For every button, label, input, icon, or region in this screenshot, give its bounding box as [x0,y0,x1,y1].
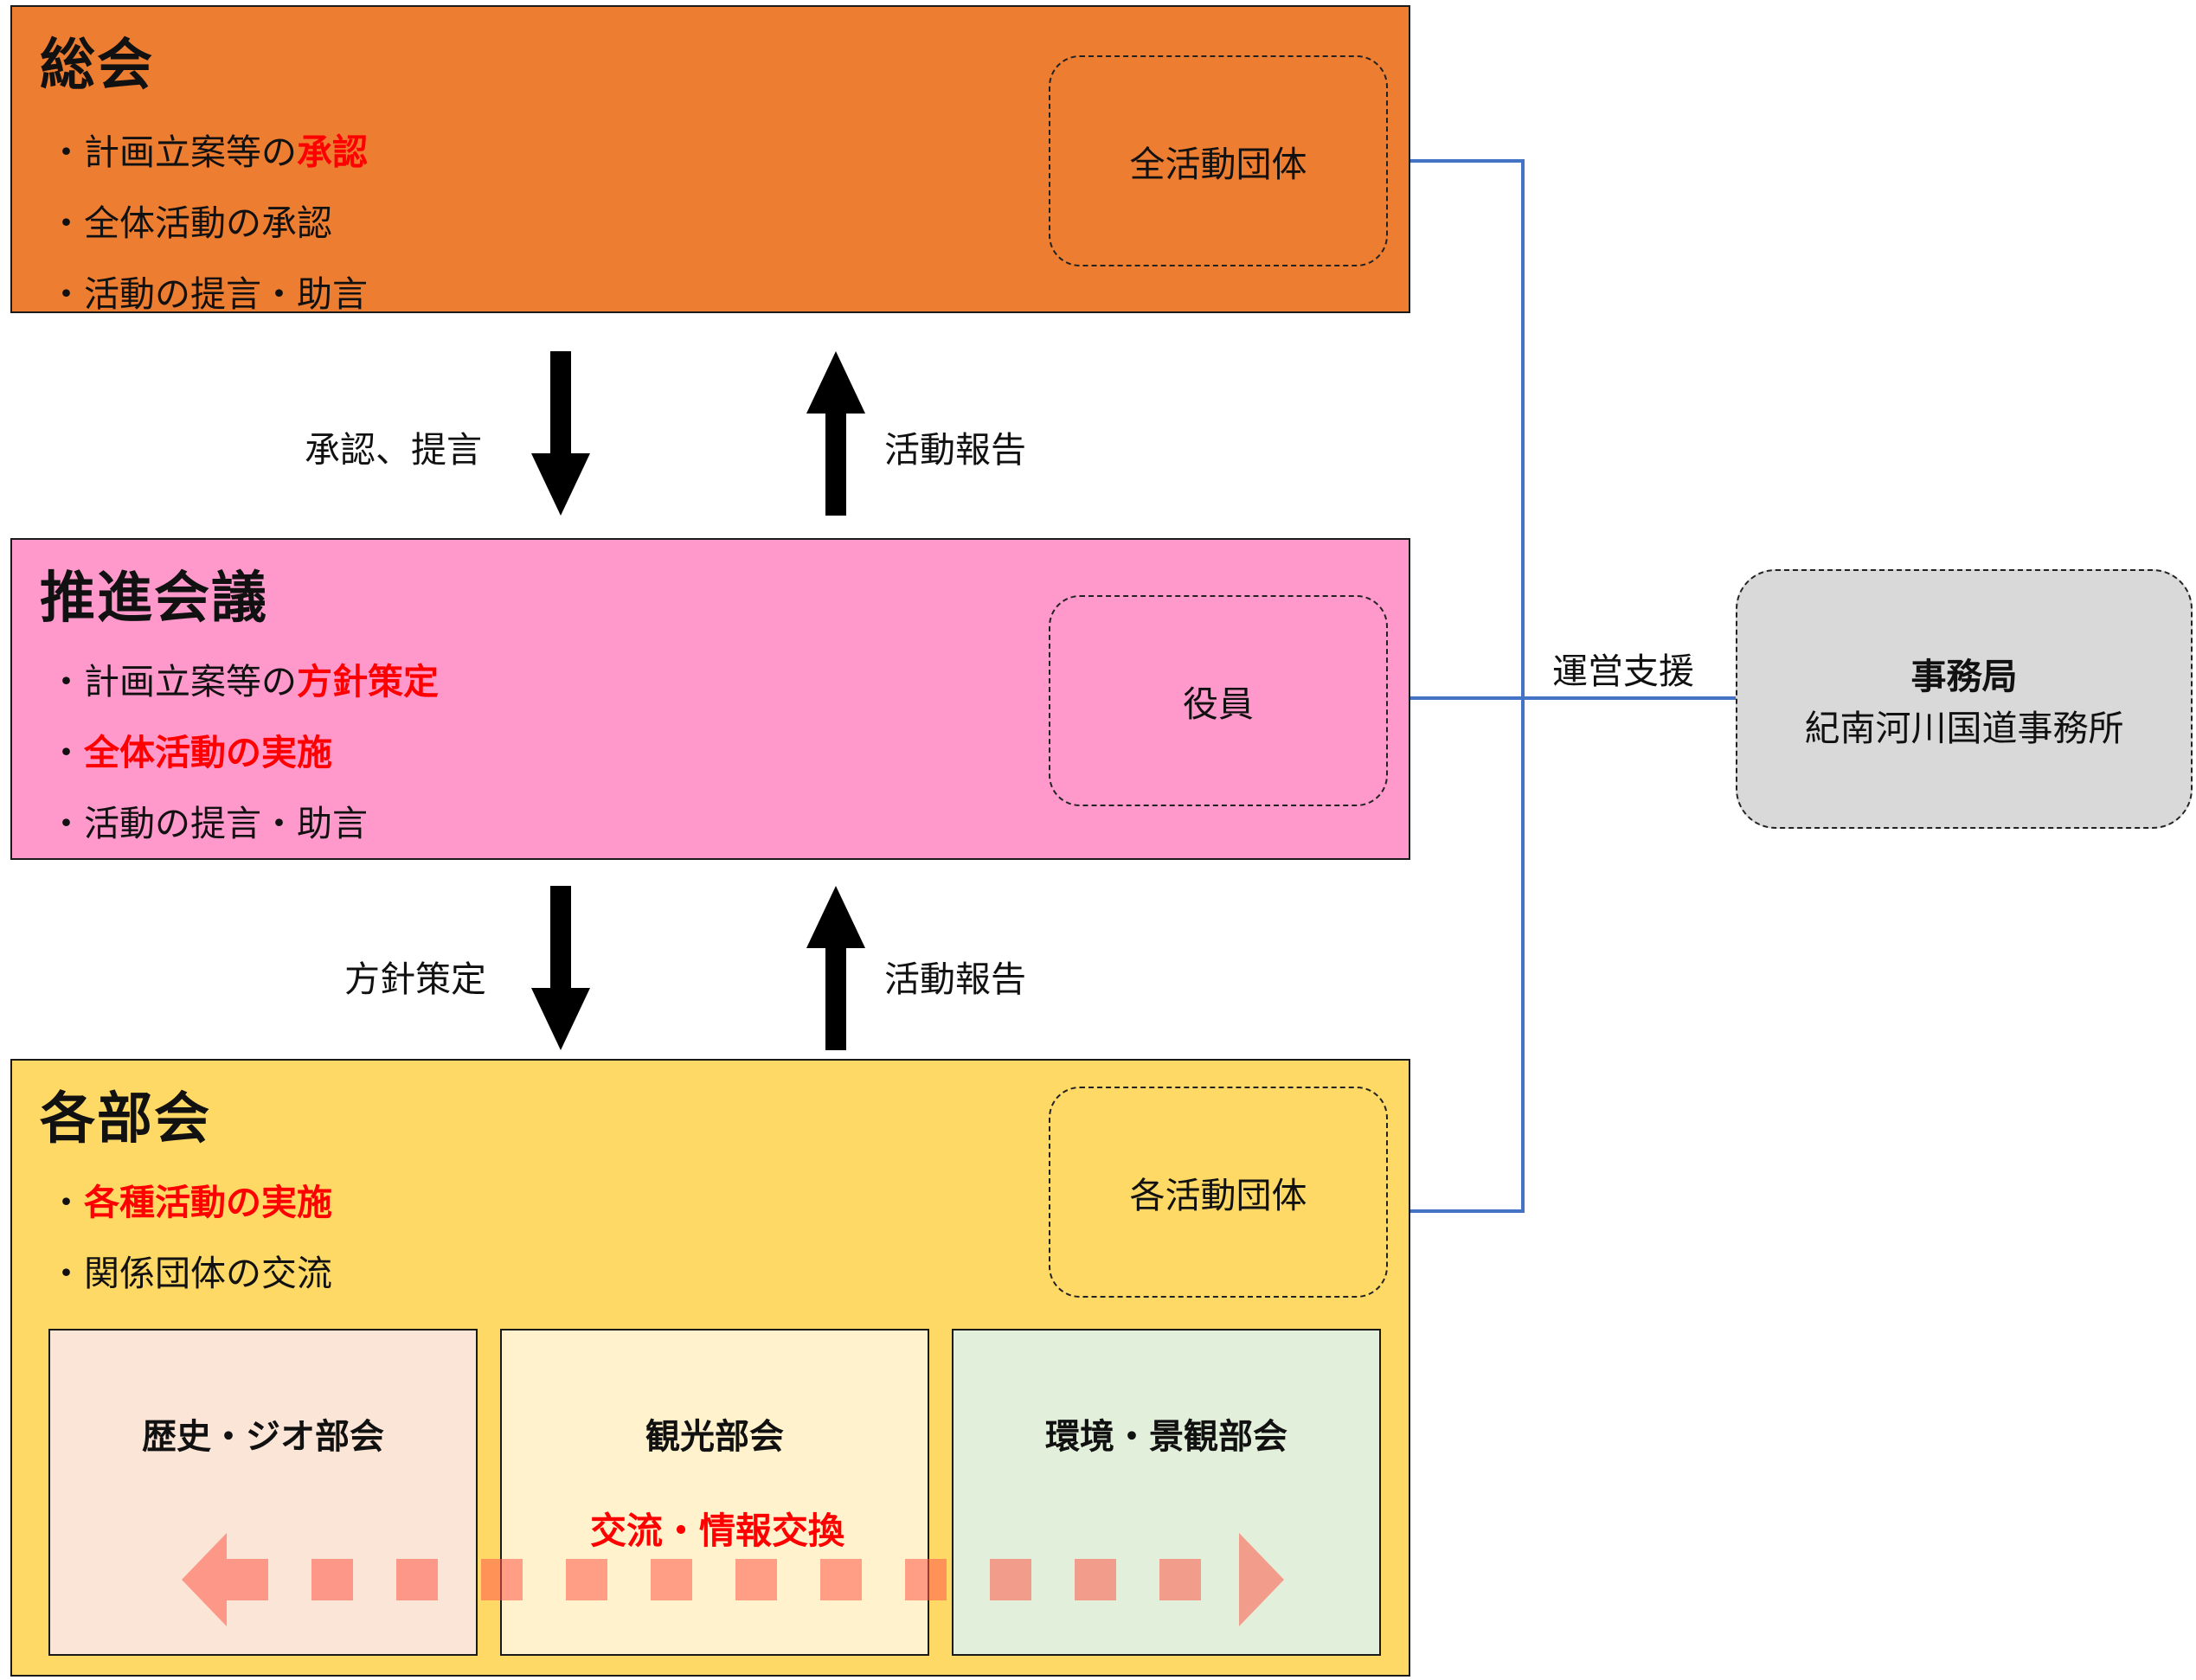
general-assembly-title: 総会 [40,34,154,98]
tourism-committee-label: 観光部会 [645,1417,784,1457]
environment-committee-box: 環境・景観部会 [952,1329,1381,1656]
promotion-council-bullet-3: ・活動の提言・助言 [48,803,368,844]
promotion-council-bullet-1: ・計画立案等の方針策定 [48,661,439,702]
general-assembly-member-box: 全活動団体 [1049,55,1388,266]
promotion-council-member-box: 役員 [1049,595,1388,806]
subcommittees-bullet-1: ・各種活動の実施 [48,1182,332,1223]
exchange-arrow-right-head [1239,1533,1284,1626]
general-assembly-block: 総会 ・計画立案等の承認 ・全体活動の承認 ・活動の提言・助言 全活動団体 [10,5,1410,315]
promotion-council-block: 推進会議 ・計画立案等の方針策定 ・全体活動の実施 ・活動の提言・助言 役員 [10,538,1410,860]
report-arrow-label-bottom: 活動報告 [884,959,1026,1000]
secretariat-name: 紀南河川国道事務所 [1804,708,2124,749]
promotion-council-member-label: 役員 [1183,683,1254,725]
subcommittees-bullet-2: ・関係団体の交流 [48,1253,332,1294]
exchange-arrow-left-head [182,1533,227,1626]
general-assembly-member-label: 全活動団体 [1129,144,1307,185]
subcommittees-title: 各部会 [40,1087,211,1151]
policy-arrow-label: 方針策定 [344,959,486,1000]
support-label: 運営支援 [1552,651,1694,692]
subcommittees-block: 各部会 ・各種活動の実施 ・関係団体の交流 各活動団体 歴史・ジオ部会 観光部会… [10,1059,1410,1677]
promotion-council-bullet-2: ・全体活動の実施 [48,732,332,773]
promotion-council-title: 推進会議 [40,567,268,631]
exchange-double-arrow [182,1533,1284,1626]
general-assembly-bullet-2: ・全体活動の承認 [48,202,332,244]
exchange-label: 交流・情報交換 [590,1510,845,1552]
tourism-committee-box: 観光部会 [500,1329,929,1656]
general-assembly-bullet-3: ・活動の提言・助言 [48,273,368,315]
secretariat-title: 事務局 [1910,656,2018,697]
secretariat-box: 事務局 紀南河川国道事務所 [1736,569,2193,829]
environment-committee-label: 環境・景観部会 [1045,1417,1287,1457]
subcommittees-member-box: 各活動団体 [1049,1087,1388,1298]
history-geo-committee-box: 歴史・ジオ部会 [48,1329,478,1656]
support-connector-line [1410,159,1525,1213]
subcommittees-member-label: 各活動団体 [1129,1175,1307,1216]
approval-arrow-label: 承認、提言 [305,429,482,471]
history-geo-committee-label: 歴史・ジオ部会 [142,1417,384,1457]
general-assembly-bullet-1: ・計画立案等の承認 [48,131,368,173]
report-arrow-label-top: 活動報告 [884,429,1026,471]
